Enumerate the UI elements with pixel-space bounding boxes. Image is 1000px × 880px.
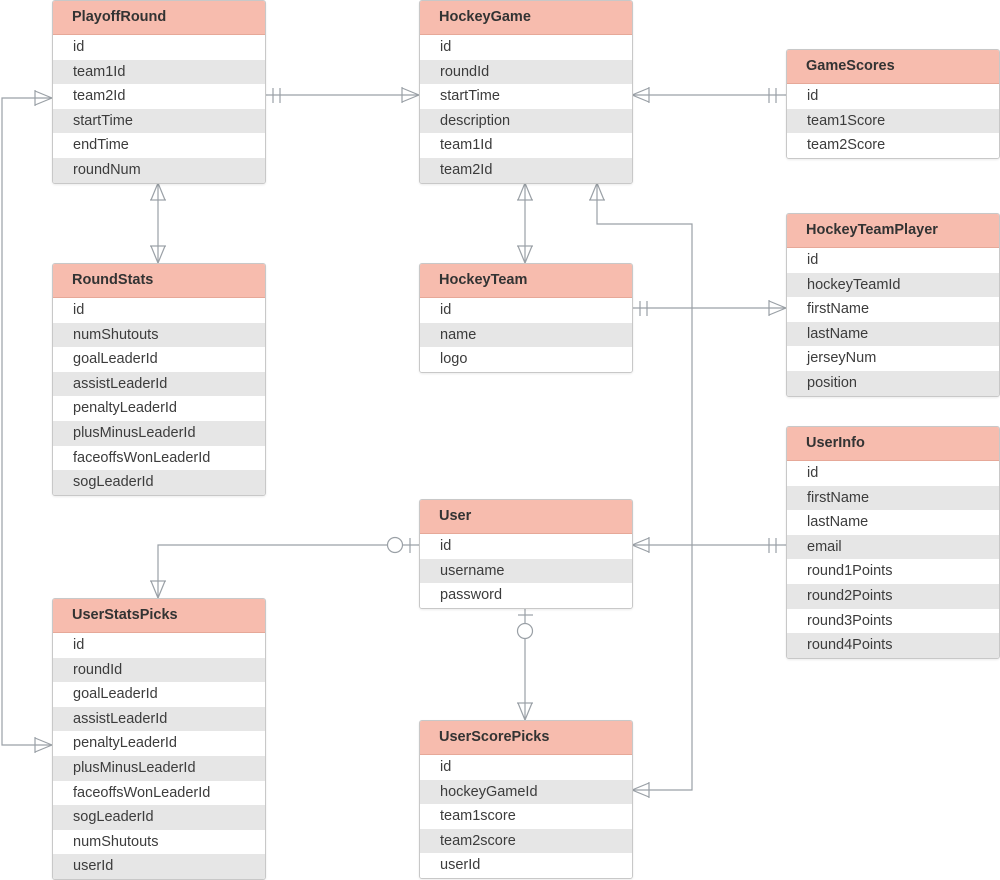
- field-row: hockeyTeamId: [787, 272, 999, 298]
- field-row: name: [420, 322, 632, 348]
- field-row: id: [53, 298, 265, 323]
- field-row: logo: [420, 347, 632, 372]
- field-row: numShutouts: [53, 829, 265, 855]
- field-row: team2score: [420, 828, 632, 854]
- field-row: sogLeaderId: [53, 470, 265, 495]
- connector-user-userinfo: [631, 537, 786, 553]
- connector-playoffround-roundstats: [150, 182, 166, 264]
- field-row: faceoffsWonLeaderId: [53, 445, 265, 471]
- field-row: team2Id: [53, 84, 265, 109]
- field-row: id: [787, 84, 999, 109]
- field-row: round2Points: [787, 583, 999, 609]
- field-row: position: [787, 370, 999, 396]
- field-row: password: [420, 583, 632, 608]
- field-row: roundId: [420, 59, 632, 85]
- field-row: round4Points: [787, 633, 999, 658]
- connector-playoffround-hockeygame: [265, 87, 420, 103]
- field-row: faceoffsWonLeaderId: [53, 780, 265, 806]
- field-row: id: [420, 534, 632, 559]
- field-row: jerseyNum: [787, 346, 999, 371]
- connector-playoffround-userstatspicks: [1, 90, 53, 753]
- entity-title: UserInfo: [787, 427, 999, 461]
- field-row: description: [420, 108, 632, 134]
- field-row: plusMinusLeaderId: [53, 755, 265, 781]
- field-row: sogLeaderId: [53, 805, 265, 830]
- field-row: goalLeaderId: [53, 347, 265, 372]
- field-row: id: [787, 461, 999, 486]
- field-row: endTime: [53, 133, 265, 158]
- field-row: team1Score: [787, 108, 999, 134]
- connector-hockeygame-hockeyteam: [517, 182, 533, 264]
- field-row: team1Id: [53, 59, 265, 85]
- entity-title: PlayoffRound: [53, 1, 265, 35]
- field-row: roundNum: [53, 157, 265, 183]
- field-row: plusMinusLeaderId: [53, 420, 265, 446]
- entity-title: UserStatsPicks: [53, 599, 265, 633]
- field-row: id: [420, 755, 632, 780]
- field-row: id: [787, 248, 999, 273]
- field-row: username: [420, 558, 632, 584]
- field-row: lastName: [787, 321, 999, 347]
- field-row: roundId: [53, 657, 265, 683]
- entity-title: GameScores: [787, 50, 999, 84]
- entity-title: HockeyGame: [420, 1, 632, 35]
- field-row: hockeyGameId: [420, 779, 632, 805]
- field-row: team2Score: [787, 133, 999, 158]
- field-row: numShutouts: [53, 322, 265, 348]
- field-row: firstName: [787, 485, 999, 511]
- field-row: assistLeaderId: [53, 371, 265, 397]
- connector-user-userscorepicks: [516, 607, 534, 721]
- field-row: userId: [420, 853, 632, 878]
- field-row: startTime: [53, 108, 265, 134]
- entity-title: HockeyTeam: [420, 264, 632, 298]
- field-row: id: [420, 35, 632, 60]
- field-row: firstName: [787, 297, 999, 322]
- field-row: penaltyLeaderId: [53, 731, 265, 756]
- field-row: goalLeaderId: [53, 682, 265, 707]
- entity-title: UserScorePicks: [420, 721, 632, 755]
- entity-title: RoundStats: [53, 264, 265, 298]
- connector-hockeygame-userscorepicks: [589, 182, 693, 798]
- field-row: startTime: [420, 84, 632, 109]
- field-row: id: [420, 298, 632, 323]
- field-row: userId: [53, 854, 265, 879]
- connector-hockeygame-gamescores: [631, 87, 786, 103]
- connector-user-userstatspicks: [150, 536, 419, 599]
- field-row: email: [787, 534, 999, 560]
- field-row: id: [53, 35, 265, 60]
- field-row: team1Id: [420, 133, 632, 158]
- field-row: team2Id: [420, 157, 632, 183]
- field-row: round1Points: [787, 559, 999, 584]
- field-row: penaltyLeaderId: [53, 396, 265, 421]
- field-row: assistLeaderId: [53, 706, 265, 732]
- entity-title: User: [420, 500, 632, 534]
- entity-title: HockeyTeamPlayer: [787, 214, 999, 248]
- field-row: lastName: [787, 510, 999, 535]
- connector-hockeyteam-hockeyteamplayer: [632, 300, 787, 316]
- field-row: id: [53, 633, 265, 658]
- field-row: round3Points: [787, 608, 999, 634]
- field-row: team1score: [420, 804, 632, 829]
